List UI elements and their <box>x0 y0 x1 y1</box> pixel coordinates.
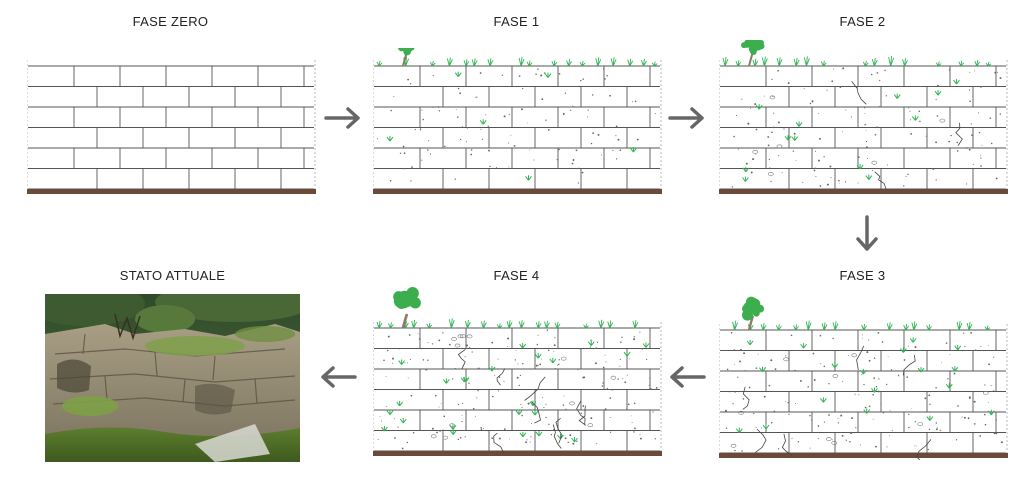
panel-title-fase-3: FASE 3 <box>719 268 1006 288</box>
panel-title: FASE 3 <box>839 268 886 283</box>
panel-title: FASE ZERO <box>132 14 209 29</box>
panel-title-fase-4: FASE 4 <box>373 268 660 288</box>
wall-svg <box>719 40 1008 194</box>
wall-drawing-fase-4 <box>373 286 662 460</box>
panel-title-fase-zero: FASE ZERO <box>27 14 314 34</box>
panel-title: STATO ATTUALE <box>119 268 226 283</box>
wall-svg <box>373 287 662 456</box>
arrow-left-icon <box>318 365 358 389</box>
wall-svg <box>373 48 662 194</box>
arrow-right-icon <box>323 106 363 130</box>
panel-title-fase-1: FASE 1 <box>373 14 660 34</box>
panel-title: FASE 1 <box>493 14 540 29</box>
arrow-down-icon <box>855 214 879 254</box>
arrow-left-icon <box>667 365 707 389</box>
wall-drawing-fase-zero <box>27 48 316 198</box>
wall-drawing-fase-3 <box>719 290 1008 460</box>
panel-title: FASE 4 <box>493 268 540 283</box>
panel-title-fase-2: FASE 2 <box>719 14 1006 34</box>
wall-drawing-fase-2 <box>719 40 1008 198</box>
wall-drawing-fase-1 <box>373 48 662 198</box>
ruined-wall-photo <box>45 294 300 462</box>
panel-title: FASE 2 <box>839 14 886 29</box>
current-state-photo <box>45 294 300 462</box>
panel-title-stato-attuale: STATO ATTUALE <box>45 268 300 288</box>
wall-svg <box>27 60 316 194</box>
wall-svg <box>719 296 1008 460</box>
arrow-right-icon <box>667 106 707 130</box>
